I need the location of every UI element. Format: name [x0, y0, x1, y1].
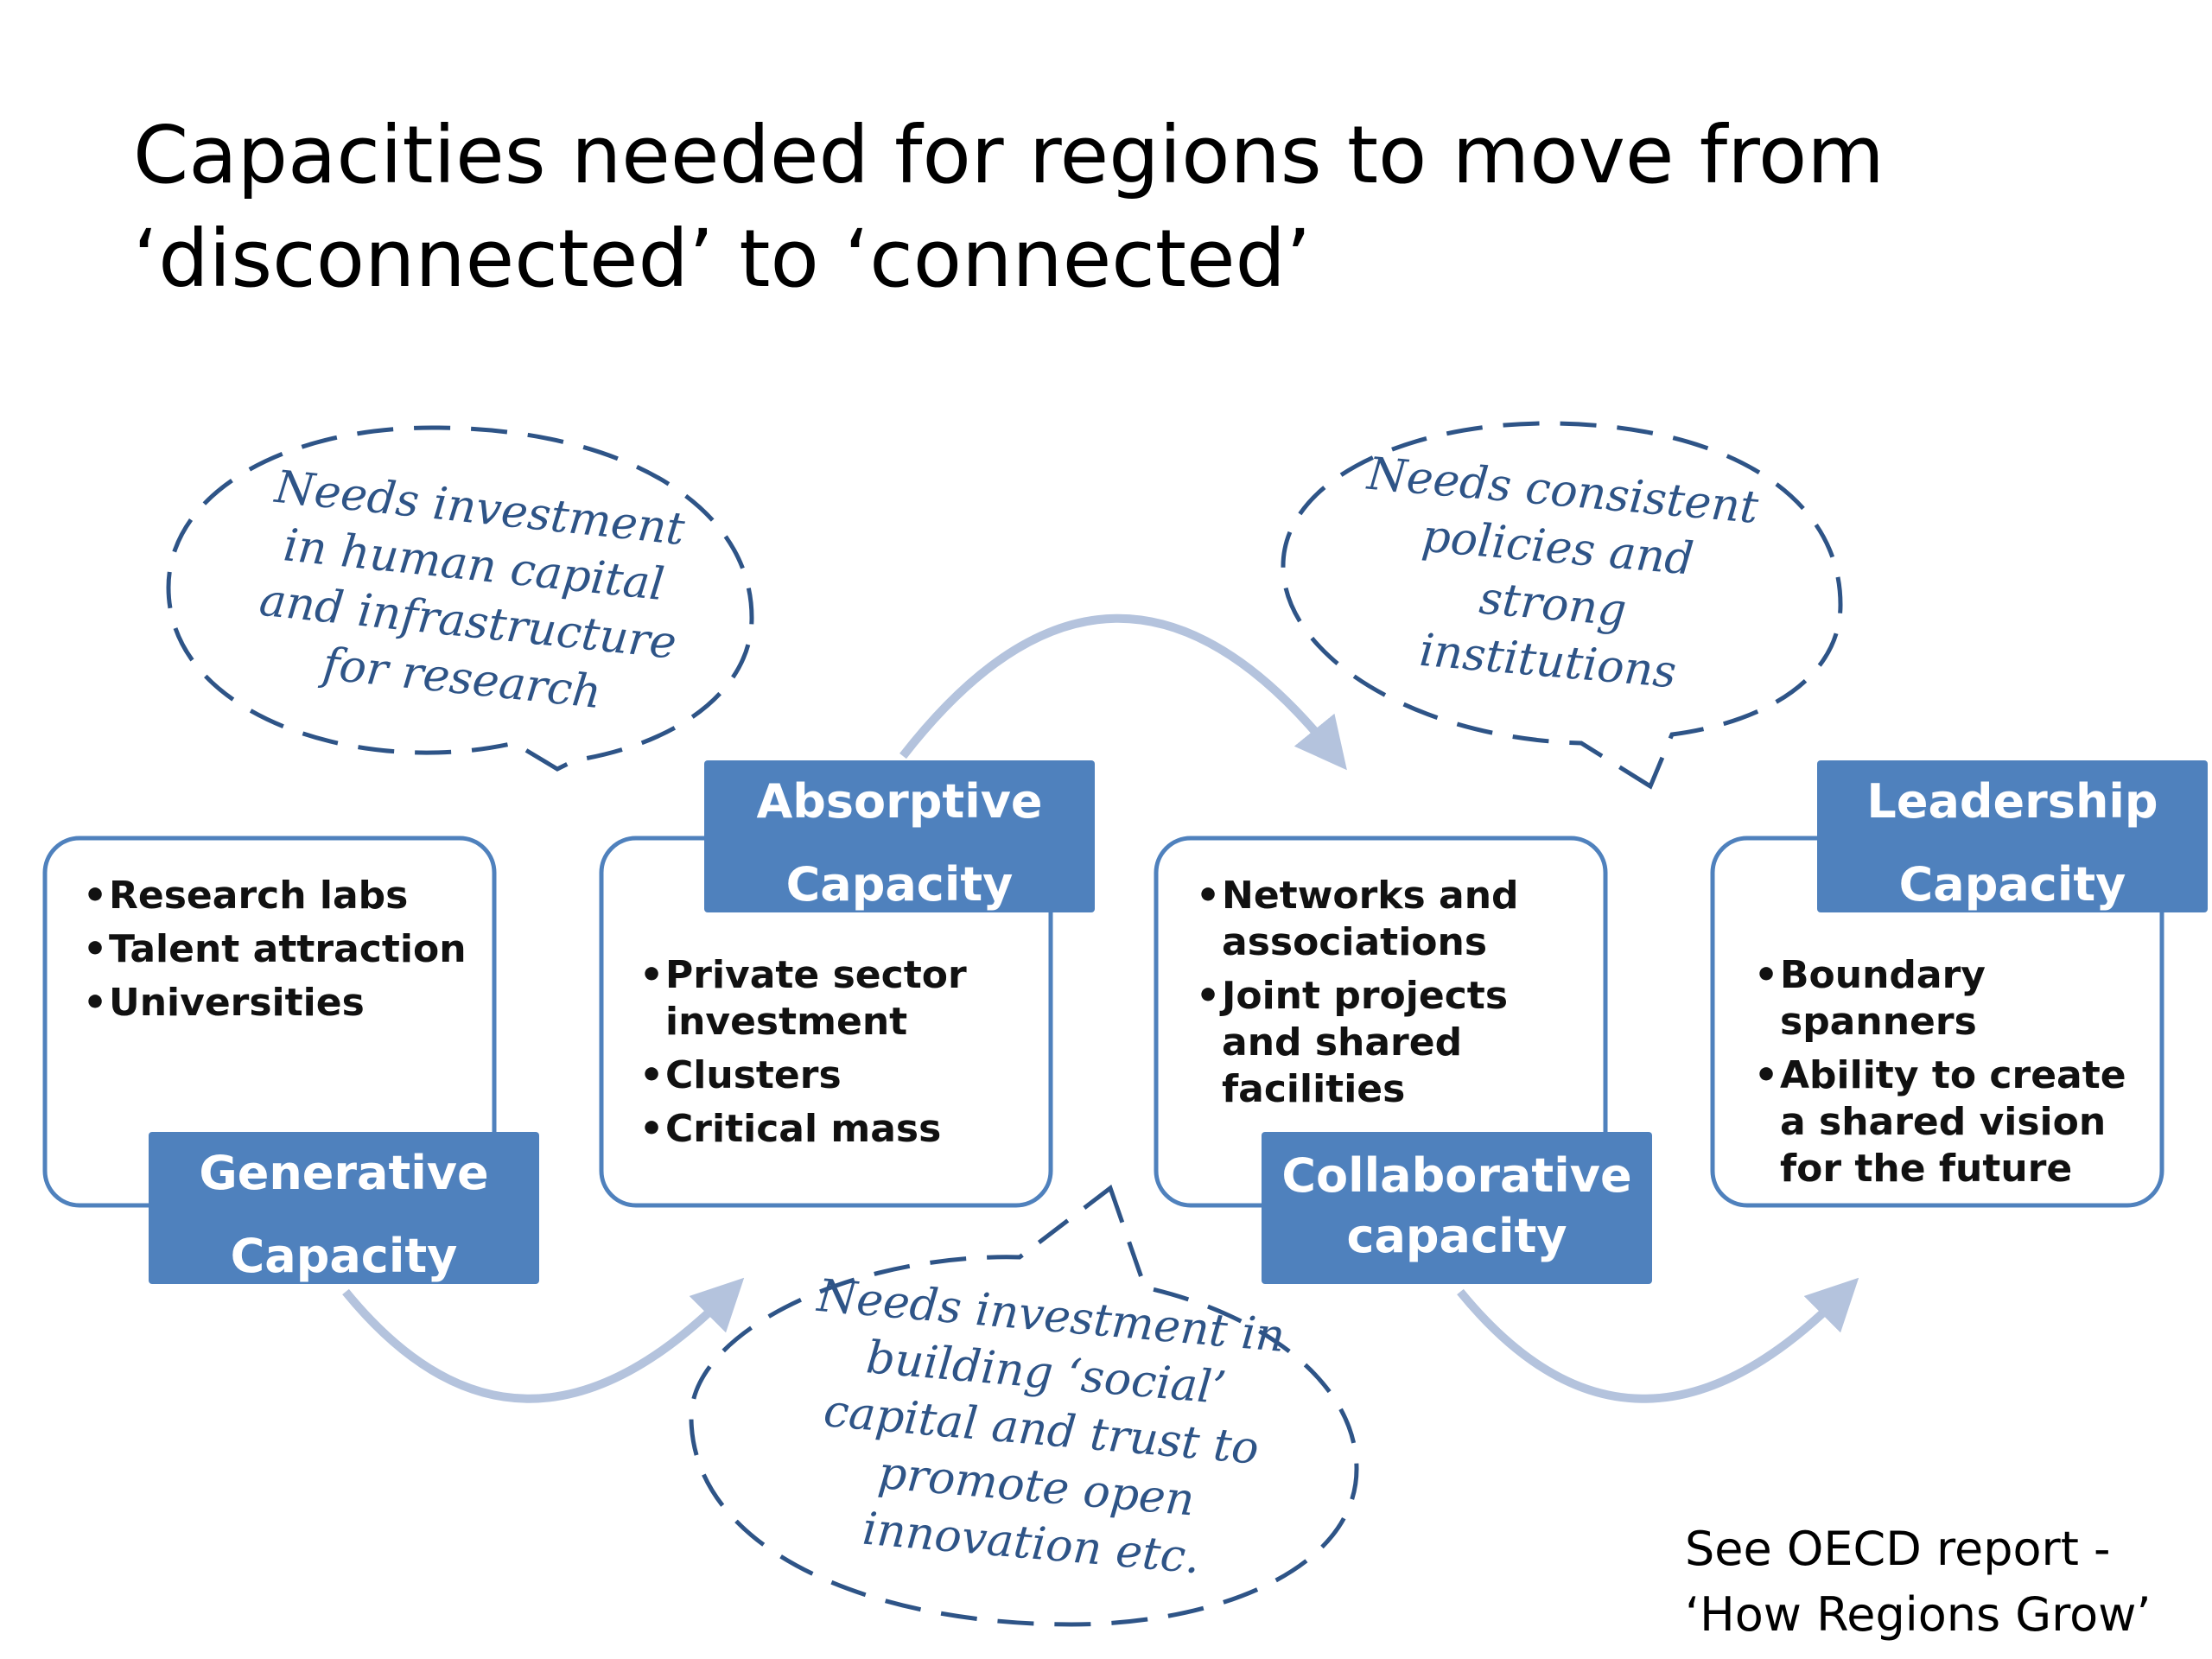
- title-line-2: ‘disconnected’ to ‘connected’: [133, 213, 1312, 305]
- list-item: Talent attraction: [83, 926, 480, 973]
- bubble-policies-text: Needs consistent policies and strong ins…: [1365, 448, 1761, 699]
- list-item: Research labs: [83, 873, 480, 919]
- bubble-social-capital-outline: [689, 1184, 1359, 1627]
- bubble-social-capital-text: Needs investment in building ‘social’ ca…: [815, 1269, 1287, 1585]
- generative-capacity-label: Generative Capacity: [149, 1132, 539, 1284]
- bubble-human-capital-outline: [166, 425, 754, 772]
- page-title: Capacities needed for regions to move fr…: [133, 104, 1948, 311]
- leadership-capacity-label: Leadership Capacity: [1817, 760, 2208, 912]
- source-note: See OECD report - ‘How Regions Grow’: [1685, 1522, 2152, 1642]
- list-item: Networks and associations: [1196, 873, 1559, 966]
- bubble-policies-outline: [1281, 421, 1843, 790]
- list-item: Universities: [83, 980, 480, 1027]
- list-item: Clusters: [639, 1052, 968, 1099]
- absorptive-items: Private sector investment Clusters Criti…: [639, 952, 968, 1160]
- arrow-collaborative-to-leadership: [1457, 1277, 1859, 1403]
- collaborative-items: Networks and associations Joint projects…: [1196, 873, 1559, 1120]
- arrow-generative-to-absorptive: [342, 1277, 745, 1403]
- list-item: Boundary spanners: [1754, 952, 2143, 1046]
- leadership-items: Boundary spanners Ability to create a sh…: [1754, 952, 2143, 1199]
- title-line-1: Capacities needed for regions to move fr…: [133, 109, 1885, 201]
- list-item: Joint projects and shared facilities: [1196, 973, 1559, 1113]
- list-item: Critical mass: [639, 1106, 968, 1153]
- generative-items: Research labs Talent attraction Universi…: [83, 873, 480, 1033]
- arrow-absorptive-to-collaborative: [899, 613, 1347, 771]
- list-item: Private sector investment: [639, 952, 968, 1046]
- collaborative-capacity-label: Collaborative capacity: [1262, 1132, 1652, 1284]
- list-item: Ability to create a shared vision for th…: [1754, 1052, 2143, 1192]
- bubble-human-capital-text: Needs investment in human capital and in…: [257, 461, 688, 720]
- absorptive-capacity-label: Absorptive Capacity: [704, 760, 1095, 912]
